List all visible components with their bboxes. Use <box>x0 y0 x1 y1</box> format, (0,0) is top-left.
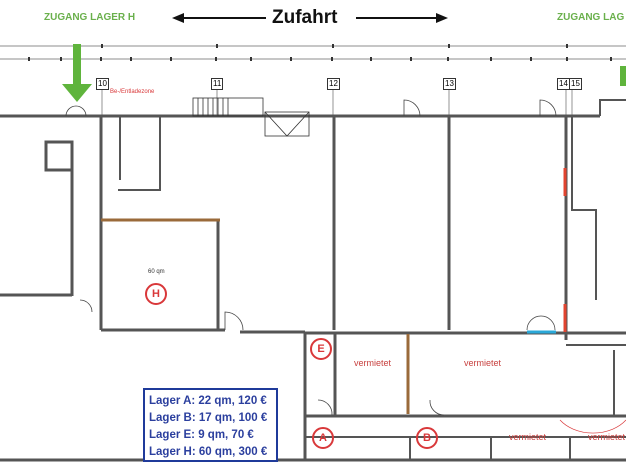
dimension-ticks <box>28 44 612 61</box>
grid-axis-14: 14 <box>557 78 570 90</box>
staircase <box>192 97 310 137</box>
arrow-left-icon <box>172 13 266 23</box>
legend-item-b: Lager B: 17 qm, 100 € <box>149 412 268 424</box>
access-arrow-right-icon <box>620 66 626 86</box>
walls <box>0 99 626 462</box>
unit-marker-e: E <box>310 338 332 360</box>
swing-arc <box>559 419 626 434</box>
legend-item-h: Lager H: 60 qm, 300 € <box>149 446 268 458</box>
rented-label: vermietet <box>588 432 626 442</box>
loading-zone-label: Be-/Entladezone <box>110 89 155 95</box>
price-legend: Lager A: 22 qm, 120 € Lager B: 17 qm, 10… <box>143 388 278 462</box>
unit-marker-a: A <box>312 427 334 449</box>
doors <box>65 99 557 416</box>
grid-axis-13: 13 <box>443 78 456 90</box>
rented-label: vermietet <box>509 432 547 442</box>
unit-marker-h: H <box>145 283 167 305</box>
grid-axis-10: 10 <box>96 78 109 90</box>
unit-marker-b: B <box>416 427 438 449</box>
driveway-label: Zufahrt <box>272 7 338 28</box>
grid-axis-15: 15 <box>569 78 582 90</box>
rented-label: vermietet <box>354 358 392 368</box>
area-h-label: 60 qm <box>148 269 165 275</box>
dimension-lines <box>0 45 626 116</box>
access-label-right: ZUGANG LAG <box>557 12 625 23</box>
grid-axis-11: 11 <box>211 78 224 90</box>
access-label-lager-h: ZUGANG LAGER H <box>44 12 136 23</box>
legend-item-a: Lager A: 22 qm, 120 € <box>149 395 267 407</box>
grid-axis-12: 12 <box>327 78 340 90</box>
rented-label: vermietet <box>464 358 502 368</box>
arrow-right-icon <box>356 13 448 23</box>
legend-item-e: Lager E: 9 qm, 70 € <box>149 429 254 441</box>
access-arrow-icon <box>62 44 92 102</box>
